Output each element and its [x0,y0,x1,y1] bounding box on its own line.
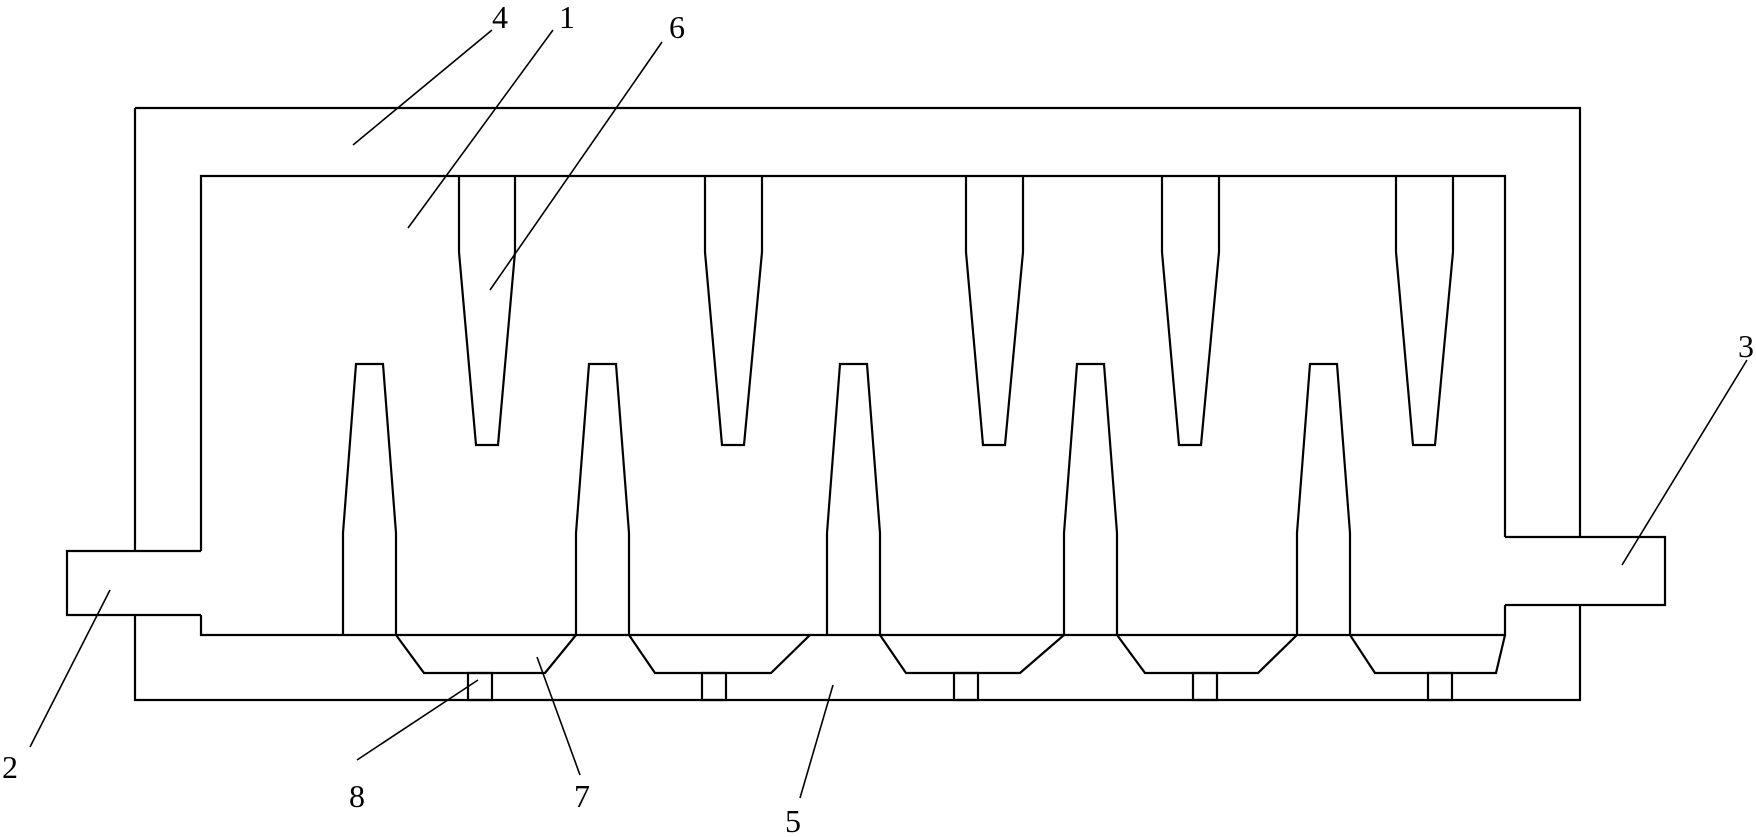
upper-baffle-1 [457,176,517,447]
discharge-valve-3 [952,671,980,702]
upper-baffle-2 [703,176,764,447]
discharge-valve-5 [1426,671,1454,702]
collection-hopper-3 [879,634,1065,675]
discharge-valve-2 [700,671,728,702]
label-6: 6 [669,9,685,45]
lower-baffle-5 [1295,362,1352,635]
label-3: 3 [1738,328,1754,364]
leader-line-5 [799,684,834,799]
leader-line-4 [352,29,493,146]
outlet-pipe [1505,535,1667,607]
leader-line-1 [407,29,554,229]
label-5: 5 [785,803,801,837]
discharge-valve-1 [466,671,494,702]
leader-line-8 [356,679,479,761]
upper-baffle-4 [1160,176,1221,447]
label-1: 1 [559,0,575,35]
lower-baffle-4 [1062,362,1119,635]
lower-baffle-2 [574,362,631,635]
label-7: 7 [574,778,590,814]
leader-line-7 [536,656,581,776]
collection-hopper-4 [1116,634,1298,675]
inlet-pipe [65,549,201,617]
collection-hopper-5 [1349,634,1507,675]
upper-baffle-5 [1394,176,1455,447]
inner-chamber-wall [199,174,1507,637]
label-8: 8 [349,778,365,814]
discharge-valve-4 [1191,671,1219,702]
leader-line-3 [1621,359,1748,566]
label-2: 2 [2,749,18,785]
leader-line-6 [489,41,663,291]
label-4: 4 [492,0,508,35]
collection-hopper-2 [628,634,811,675]
leader-line-2 [29,589,111,748]
outer-casing [133,106,1582,702]
lower-baffle-1 [341,362,398,635]
collection-hopper-1 [395,634,577,675]
lower-baffle-3 [825,362,882,635]
upper-baffle-3 [964,176,1025,447]
